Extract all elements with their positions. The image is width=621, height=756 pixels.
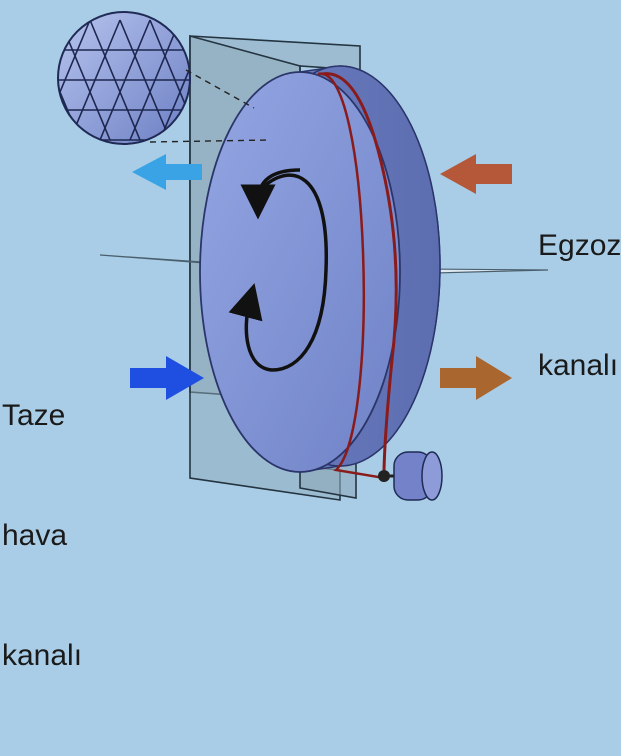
fresh-air-label-line2: hava xyxy=(2,519,68,552)
drive-belt xyxy=(321,72,398,471)
honeycomb-detail-icon xyxy=(57,11,271,145)
fresh-air-in-arrow xyxy=(130,356,204,400)
rotation-arrow-icon xyxy=(228,168,328,372)
supply-air-out-arrow xyxy=(132,154,202,190)
fresh-air-duct-label: Taze hava kanalı xyxy=(2,316,82,756)
diagram-canvas xyxy=(57,11,549,501)
fresh-air-label-line3: kanalı xyxy=(2,639,83,672)
exhaust-out-arrow xyxy=(440,356,512,400)
exhaust-duct-label: Egzoz kanalı xyxy=(538,146,621,466)
motor-icon xyxy=(378,451,443,501)
exhaust-in-arrow xyxy=(440,154,512,194)
rotary-heat-exchanger-diagram: Egzoz kanalı Taze hava kanalı xyxy=(2,11,621,672)
exhaust-label-line1: Egzoz xyxy=(538,229,621,262)
rotor-wheel xyxy=(199,65,441,480)
exhaust-label-line2: kanalı xyxy=(538,349,619,382)
fresh-air-label-line1: Taze xyxy=(2,399,66,432)
